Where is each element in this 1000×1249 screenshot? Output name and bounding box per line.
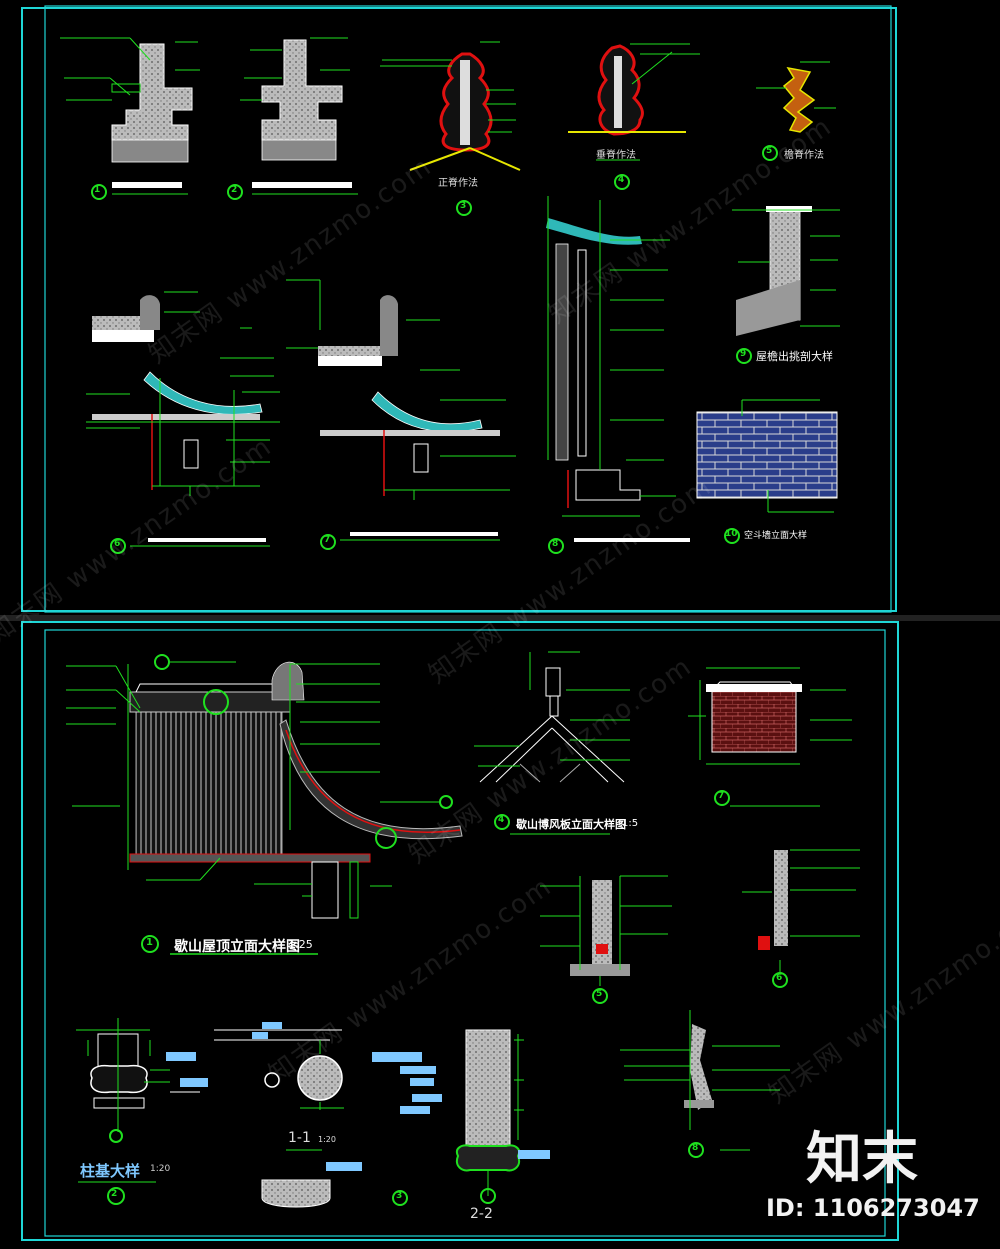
detail-1-number: 1: [94, 185, 101, 195]
detail-7-number: 7: [324, 535, 331, 545]
wall-section-5: [540, 875, 672, 986]
base-stone-section: [261, 1162, 362, 1208]
detail-8-bubble: [548, 538, 564, 554]
small-detail-5-number: 5: [596, 989, 603, 999]
detail-10-bubble: [724, 528, 740, 544]
detail-8-number: 8: [552, 539, 559, 549]
column-base-bubble-2: [107, 1187, 125, 1205]
gable-board-detail: [474, 651, 630, 835]
small-detail-8-number: 8: [692, 1143, 699, 1153]
wall-section-6: [742, 849, 860, 972]
detail-6-bubble: [110, 538, 126, 554]
asset-id: ID: 1106273047: [766, 1194, 980, 1222]
bottom-panel-frame: [21, 621, 899, 1241]
detail-6-number: 6: [114, 539, 121, 549]
section-1-1: [214, 1022, 344, 1151]
detail-4-caption: 垂脊作法: [596, 150, 636, 161]
section-3-number: 3: [396, 1191, 403, 1201]
detail-6-eave-section: [86, 291, 280, 547]
top-panel-frame: [21, 5, 897, 613]
window-bubble: [714, 790, 730, 806]
detail-5-eave-ridge: [756, 61, 836, 133]
section-8-bubble: [688, 1142, 704, 1158]
detail-4-hip-ridge: [568, 43, 700, 161]
column-section-3: [372, 1029, 550, 1204]
detail-2-bubble: [227, 184, 243, 200]
detail-8-wall-section: [546, 196, 690, 542]
detail-2-number: 2: [231, 185, 238, 195]
section-3-bubble: [392, 1190, 408, 1206]
section-6-bubble: [772, 972, 788, 988]
gable-detail-caption: 歇山博风板立面大样图: [516, 818, 626, 831]
detail-2-foundation: [240, 37, 358, 195]
column-base-scale: 1:20: [150, 1164, 171, 1174]
detail-9-eave-overhang: [732, 206, 840, 336]
detail-1-foundation: [60, 37, 200, 195]
main-elevation-scale: 1:25: [288, 938, 313, 951]
detail-10-number: 10: [725, 529, 738, 539]
window-detail: [688, 667, 852, 807]
detail-10-caption: 空斗墙立面大样: [744, 531, 808, 541]
gable-detail-number: 4: [498, 815, 505, 825]
detail-9-number: 9: [740, 349, 747, 359]
detail-5-number: 5: [766, 146, 773, 156]
wall-section-8: [620, 1010, 790, 1151]
detail-3-number: 3: [460, 201, 467, 211]
main-roof-elevation: [66, 654, 463, 955]
section-2-2-caption: 2-2: [470, 1206, 493, 1222]
detail-10-brick-wall: [696, 399, 838, 513]
detail-9-caption: 屋檐出挑剖大样: [756, 350, 833, 363]
main-elevation-number: 1: [146, 937, 153, 948]
main-elevation-caption: 歇山屋顶立面大样图: [174, 939, 300, 955]
elevation-bubble-1: [141, 935, 159, 953]
detail-3-bubble: [456, 200, 472, 216]
gable-bubble-4: [494, 814, 510, 830]
section-5-bubble: [592, 988, 608, 1004]
column-base-detail: [76, 1018, 208, 1183]
section-1-1-caption: 1-1: [288, 1130, 311, 1146]
detail-7-bubble: [320, 534, 336, 550]
brand-logo: 知末: [806, 1127, 918, 1192]
detail-3-main-ridge: [380, 41, 521, 171]
small-detail-7-number: 7: [718, 791, 725, 801]
column-base-caption: 柱基大样: [80, 1162, 141, 1180]
gable-detail-scale: 1:5: [622, 818, 639, 829]
detail-5-bubble: [762, 145, 778, 161]
detail-4-bubble: [614, 174, 630, 190]
small-detail-6-number: 6: [776, 973, 783, 983]
column-base-bubble-top: [109, 1129, 123, 1143]
detail-5-caption: 檐脊作法: [784, 150, 824, 161]
column-base-number: 2: [111, 1189, 118, 1199]
detail-4-number: 4: [618, 175, 625, 185]
detail-1-bubble: [91, 184, 107, 200]
detail-3-caption: 正脊作法: [438, 178, 478, 189]
detail-9-bubble: [736, 348, 752, 364]
detail-7-eave-section: [286, 279, 516, 541]
section-1-1-scale: 1:20: [318, 1135, 336, 1144]
